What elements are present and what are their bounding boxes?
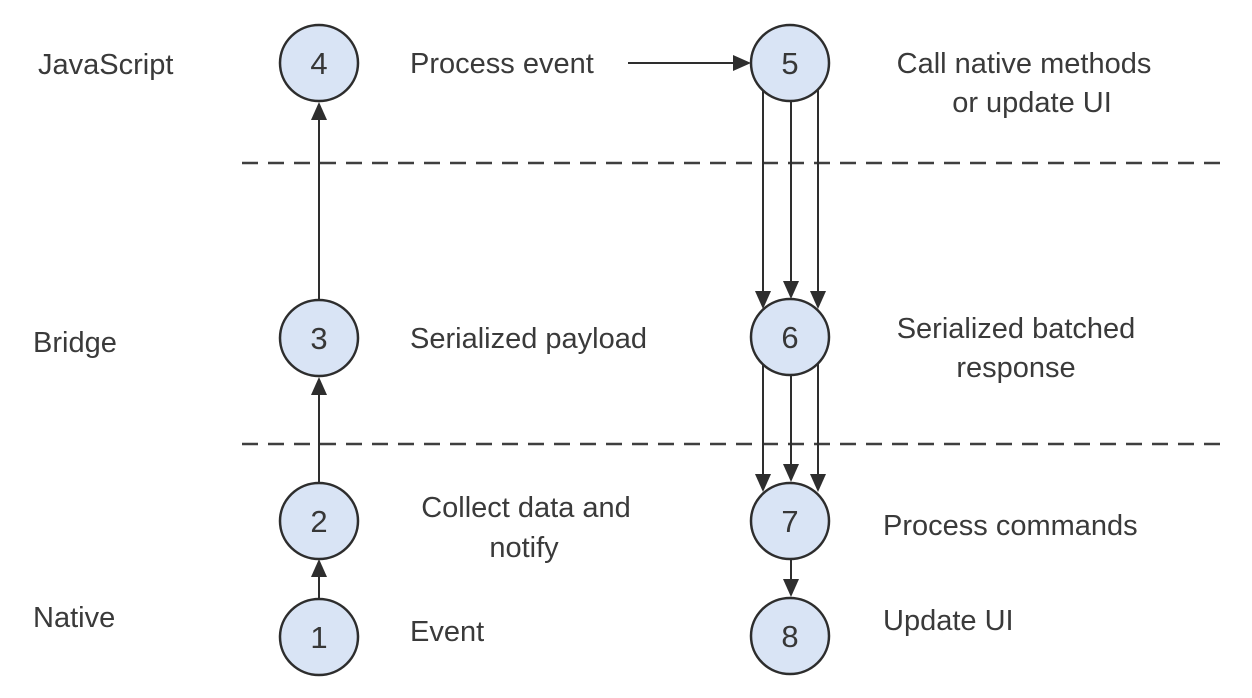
node-7: 7 [749, 481, 831, 561]
node-8-number: 8 [781, 619, 798, 654]
arrowhead-right-icon [733, 55, 751, 71]
arrowhead-up-icon [311, 377, 327, 395]
node-3-number: 3 [310, 321, 327, 356]
annotation-serialized-batched-line2: response [956, 352, 1075, 384]
node-5-number: 5 [781, 46, 798, 81]
node-4-number: 4 [310, 46, 327, 81]
arrow-2-to-3 [311, 377, 327, 483]
arrowhead-down-icon [810, 474, 826, 492]
node-4: 4 [278, 23, 360, 103]
arrow-process-event-to-5 [628, 55, 751, 71]
annotation-call-native-line1: Call native methods [897, 48, 1152, 80]
arrow-7-to-8 [783, 558, 799, 597]
arrow-3-to-4 [311, 102, 327, 300]
node-2-number: 2 [310, 504, 327, 539]
annotation-process-commands: Process commands [883, 510, 1138, 542]
node-5: 5 [749, 23, 831, 103]
node-3: 3 [278, 298, 360, 378]
node-2-circle [278, 481, 360, 561]
node-7-number: 7 [781, 504, 798, 539]
arrowhead-down-icon [755, 474, 771, 492]
lane-label-native: Native [33, 602, 115, 634]
arrowhead-down-icon [783, 579, 799, 597]
node-5-circle [749, 23, 831, 103]
lane-label-javascript: JavaScript [38, 49, 173, 81]
node-6: 6 [749, 297, 831, 377]
annotation-call-native-line2: or update UI [952, 87, 1112, 119]
arrowhead-up-icon [311, 102, 327, 120]
node-1-number: 1 [310, 620, 327, 655]
node-7-circle [749, 481, 831, 561]
annotation-serialized-batched-line1: Serialized batched [897, 313, 1136, 345]
arrowhead-down-icon [755, 291, 771, 309]
node-6-circle [749, 297, 831, 377]
annotation-update-ui: Update UI [883, 605, 1014, 637]
node-3-circle [278, 298, 360, 378]
node-1: 1 [278, 597, 360, 677]
node-8: 8 [749, 596, 831, 676]
arrowhead-down-icon [783, 281, 799, 299]
annotation-collect-data-line2: notify [489, 532, 559, 564]
arrow-1-to-2 [311, 559, 327, 599]
node-6-number: 6 [781, 320, 798, 355]
annotation-serialized-payload: Serialized payload [410, 323, 647, 355]
arrowhead-down-icon [810, 291, 826, 309]
node-1-circle [278, 597, 360, 677]
node-4-circle [278, 23, 360, 103]
arrow-5-to-6-batch [755, 63, 826, 309]
lane-label-bridge: Bridge [33, 327, 117, 359]
arrowhead-down-icon [783, 464, 799, 482]
annotation-collect-data-line1: Collect data and [421, 492, 631, 524]
annotation-event: Event [410, 616, 484, 648]
arrowhead-up-icon [311, 559, 327, 577]
node-8-circle [749, 596, 831, 676]
annotation-process-event: Process event [410, 48, 594, 80]
node-2: 2 [278, 481, 360, 561]
